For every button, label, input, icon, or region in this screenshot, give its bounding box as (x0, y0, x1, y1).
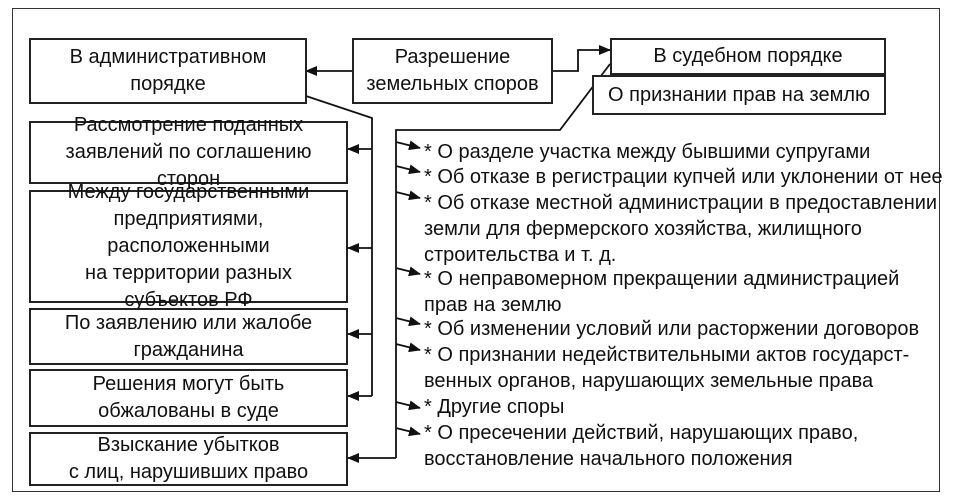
left-box-label: Рассмотрение поданных заявлений по согла… (65, 114, 312, 190)
court-item-spouses: * О разделе участка между бывшими супруг… (424, 139, 870, 165)
court-item-suppression: * О пресечении действий, нарушающих прав… (424, 420, 858, 472)
court-item-contracts: * Об изменении условий или расторжении д… (424, 316, 919, 342)
arrow-to-item-2 (395, 164, 421, 175)
court-item-line: * О признании недействительными актов го… (424, 344, 910, 366)
left-box-citizen-complaint: По заявлению или жалобе гражданина (29, 308, 348, 365)
arrow-to-item-3 (395, 190, 421, 201)
court-item-line: земли для фермерского хозяйства, жилищно… (424, 218, 862, 240)
left-box-label: По заявлению или жалобе гражданина (64, 311, 313, 361)
court-item-line: * Об отказе местной администрации в пред… (424, 192, 938, 214)
left-box-state-enterprises: Между государственными предприятиями, ра… (29, 181, 348, 311)
court-item-farm-land: * Об отказе местной администрации в пред… (424, 190, 937, 268)
left-box-mutual-agreement: Рассмотрение поданных заявлений по согла… (29, 114, 348, 190)
court-item-line: * О разделе участка между бывшими супруг… (424, 141, 871, 163)
land-disputes-label: Разрешение земельных споров (366, 46, 539, 95)
court-item-line: строительства и т. д. (424, 244, 617, 266)
diagram-frame (12, 8, 940, 492)
arrow-to-item-5 (395, 316, 421, 327)
admin-spine (305, 95, 373, 396)
left-box-label: Решения могут быть обжалованы в суде (92, 373, 285, 422)
court-item-invalid-acts: * О признании недействительными актов го… (424, 342, 909, 394)
court-order-label: В судебном порядке (653, 45, 843, 67)
court-order-box: В судебном порядке (610, 38, 886, 75)
left-box-damages: Взыскание убытков с лиц, нарушивших прав… (29, 432, 348, 486)
arrow-to-item-4 (395, 266, 421, 277)
arrow-center-to-court (553, 45, 611, 72)
arrow-to-item-1 (395, 140, 421, 151)
court-item-line: восстановление начального положения (424, 448, 793, 470)
arrow-to-item-7 (395, 400, 421, 411)
court-item-termination: * О неправомерном прекращении администра… (424, 266, 899, 318)
court-item-registration: * Об отказе в регистрации купчей или укл… (424, 164, 943, 190)
left-box-court-appeal: Решения могут быть обжалованы в суде (29, 369, 348, 427)
court-item-line: * Об отказе в регистрации купчей или укл… (424, 166, 943, 188)
court-item-line: * Об изменении условий или расторжении д… (424, 318, 920, 340)
admin-order-label: В административном порядке (69, 46, 267, 95)
left-box-label: Между государственными предприятиями, ра… (67, 181, 310, 311)
land-rights-box: О признании прав на землю (592, 75, 886, 115)
court-item-other: * Другие споры (424, 394, 564, 420)
court-item-line: венных органов, нарушающих земельные пра… (424, 370, 874, 392)
left-box-label: Взыскание убытков с лиц, нарушивших прав… (68, 434, 309, 483)
court-item-line: * Другие споры (424, 396, 565, 418)
arrow-to-item-8 (395, 426, 421, 437)
admin-order-box: В административном порядке (29, 38, 307, 104)
court-spine (395, 63, 611, 458)
court-item-line: * О пресечении действий, нарушающих прав… (424, 422, 859, 444)
land-rights-label: О признании прав на землю (608, 83, 870, 106)
arrow-to-item-6 (395, 342, 421, 353)
court-item-line: * О неправомерном прекращении администра… (424, 268, 900, 290)
land-disputes-box: Разрешение земельных споров (352, 38, 553, 104)
court-item-line: прав на землю (424, 294, 562, 316)
